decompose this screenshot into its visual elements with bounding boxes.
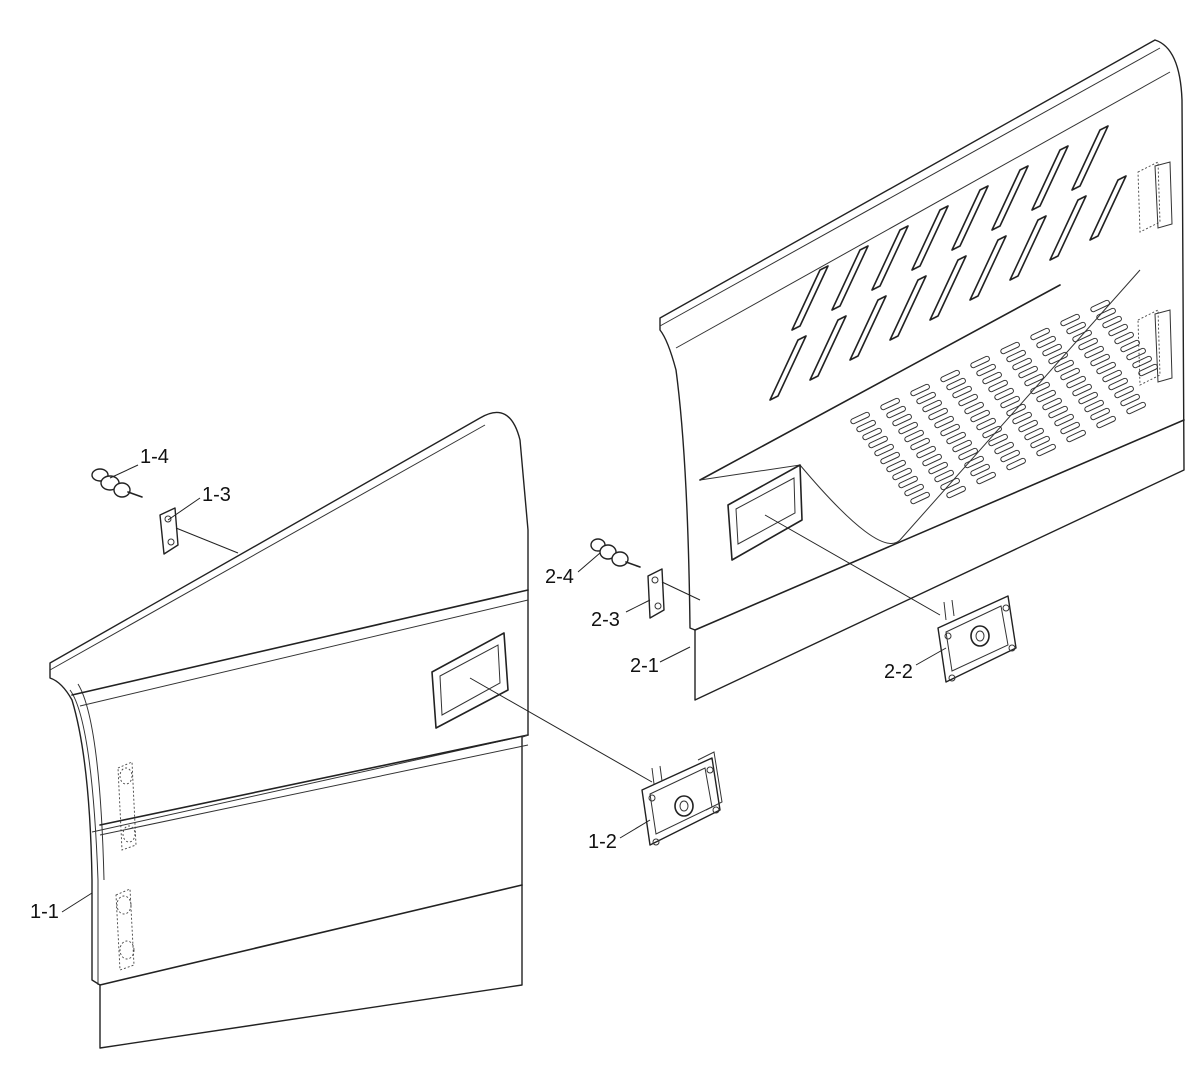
label-2-2: 2-2 xyxy=(884,661,913,683)
bracket-2-3 xyxy=(647,568,665,619)
label-1-3: 1-3 xyxy=(202,484,231,506)
right-door-panel xyxy=(659,39,1185,701)
bolt-1-4 xyxy=(91,468,143,498)
vent-slots-upper xyxy=(769,125,1127,401)
label-2-1: 2-1 xyxy=(630,655,659,677)
left-door-panel xyxy=(49,411,529,1049)
bracket-1-3 xyxy=(159,507,179,555)
label-1-2: 1-2 xyxy=(588,831,617,853)
latch-1-2 xyxy=(641,751,723,846)
label-2-3: 2-3 xyxy=(591,609,620,631)
label-1-4: 1-4 xyxy=(140,446,169,468)
leader-lines xyxy=(61,464,947,913)
label-2-4: 2-4 xyxy=(545,566,574,588)
label-1-1: 1-1 xyxy=(30,901,59,923)
vent-slots-lower xyxy=(850,299,1158,505)
latch-2-2 xyxy=(937,595,1017,683)
bolt-2-4 xyxy=(590,538,641,568)
assembly-lines xyxy=(175,514,941,783)
